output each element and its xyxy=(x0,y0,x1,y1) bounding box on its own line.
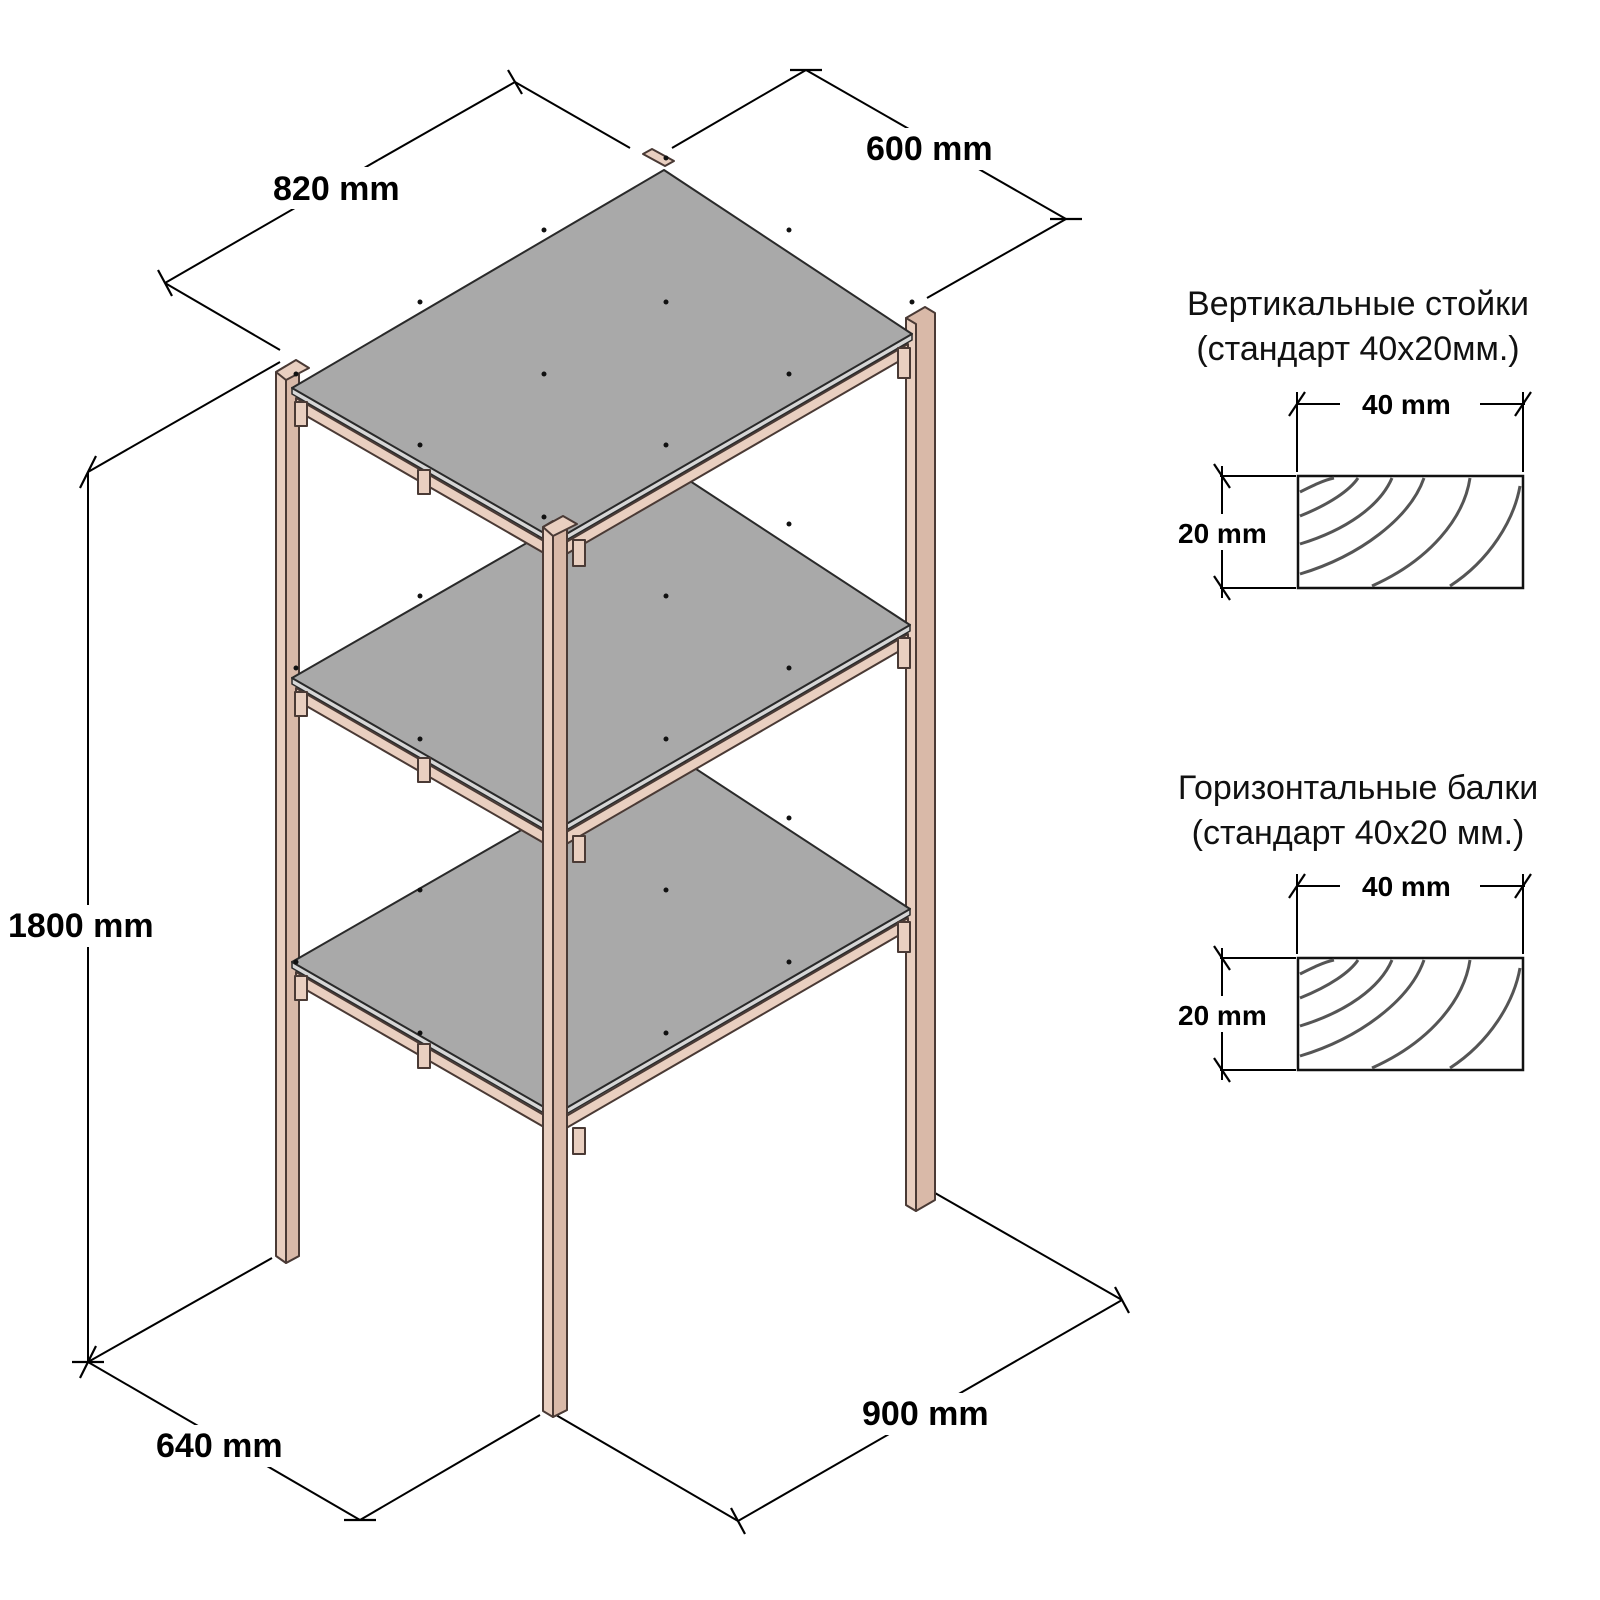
label-1800: 1800 mm xyxy=(8,907,154,945)
post-back-right xyxy=(905,306,936,1212)
shelf-top xyxy=(291,169,913,577)
dimline-900-a xyxy=(555,1414,739,1522)
section-1-width-label: 40 mm xyxy=(1362,389,1451,420)
section-2-wood-grain xyxy=(1299,958,1522,1070)
shelf-bottom xyxy=(291,747,911,1155)
extension-600-top xyxy=(671,69,807,149)
tick xyxy=(730,1507,746,1535)
shelf-screws xyxy=(293,155,915,1036)
dimension-labels: 820 mm 600 mm 1800 mm 640 mm 900 mm xyxy=(6,128,1012,1467)
label-600: 600 mm xyxy=(866,130,993,168)
post-back-left-top xyxy=(642,148,675,167)
section-2-profile xyxy=(1296,956,1525,1072)
dimline-820-b xyxy=(377,81,516,161)
extension-820-left xyxy=(164,282,281,351)
shelf-middle xyxy=(291,463,911,869)
label-900: 900 mm xyxy=(862,1395,989,1433)
label-640: 640 mm xyxy=(156,1427,283,1465)
section-1-title-line1: Вертикальные стойки xyxy=(1187,285,1529,323)
section-2-width-label: 40 mm xyxy=(1362,871,1451,902)
post-front-center xyxy=(542,515,578,1418)
shelving-unit xyxy=(275,148,936,1418)
tick xyxy=(507,69,523,95)
section-2-height-label: 20 mm xyxy=(1178,1000,1267,1031)
tick xyxy=(157,269,173,297)
post-front-left xyxy=(275,359,310,1264)
section-2-title-line1: Горизонтальные балки xyxy=(1178,769,1538,807)
extension-900-right xyxy=(934,1192,1123,1301)
section-1-title-line2: (стандарт 40х20мм.) xyxy=(1196,330,1519,368)
extension-600-right xyxy=(926,218,1067,299)
section-horizontal-beams: Горизонтальные балки (стандарт 40х20 мм.… xyxy=(1176,769,1538,1083)
tick xyxy=(1114,1286,1130,1314)
extension-1800-bottom xyxy=(87,1257,273,1363)
extension-820-right xyxy=(514,81,631,149)
tick xyxy=(79,455,97,489)
section-vertical-posts: Вертикальные стойки (стандарт 40х20мм.) … xyxy=(1176,285,1532,601)
section-1-wood-grain xyxy=(1299,476,1522,588)
section-2-title-line2: (стандарт 40х20 мм.) xyxy=(1192,814,1525,852)
section-1-profile xyxy=(1296,474,1525,590)
extension-640-right xyxy=(359,1414,541,1521)
section-1-height-label: 20 mm xyxy=(1178,518,1267,549)
label-820: 820 mm xyxy=(273,170,400,208)
extension-1800-top xyxy=(87,361,281,473)
